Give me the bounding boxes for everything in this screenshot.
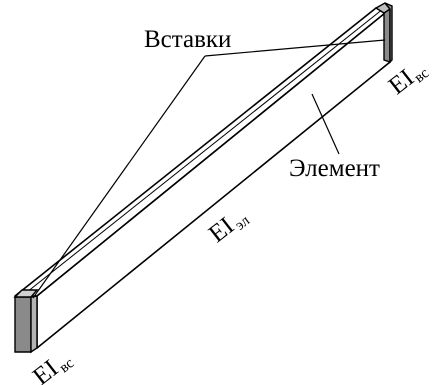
element-label: Элемент [289,155,380,182]
ei-insert-label-left: EI вс [28,355,77,385]
ei-main-label: EI эл [204,212,254,248]
ei-main-symbol: EI [204,212,239,248]
insert-left-front [14,296,32,353]
inserts-label: Вставки [144,26,231,53]
insert-left-top [13,289,39,298]
ei-insert-left-symbol: EI [28,355,63,385]
insert-left-side [30,295,38,354]
beam-top-ridge [21,8,384,297]
insert-right [374,2,393,64]
ei-insert-right-symbol: EI [384,64,419,100]
insert-right-end [384,2,393,64]
insert-right-front [383,7,391,63]
ei-insert-label-right: EI вс [384,64,433,100]
leader-inserts-to-right [204,39,386,57]
leader-inserts-to-left [32,55,206,299]
leader-element [311,93,340,155]
insert-left [13,289,39,354]
leader-lines [32,39,386,299]
